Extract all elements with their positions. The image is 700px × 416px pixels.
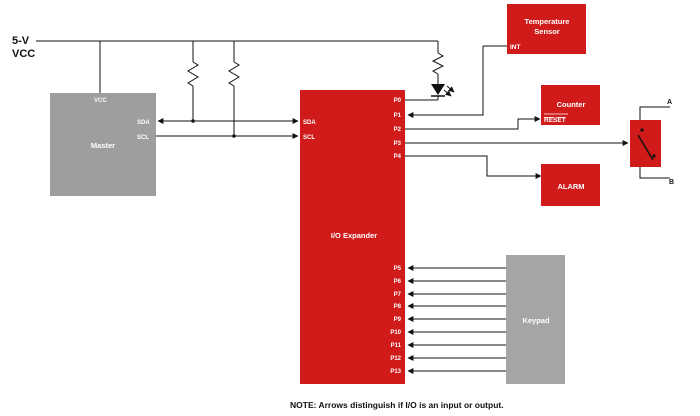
alarm-block (541, 164, 600, 206)
switch-terminal-a: A (667, 99, 672, 106)
expander-pin-p10: P10 (390, 330, 401, 336)
counter-block (541, 85, 600, 125)
counter-title: Counter (557, 100, 586, 109)
expander-pin-p8: P8 (394, 304, 402, 310)
alarm-title: ALARM (557, 182, 584, 191)
keypad-title: Keypad (522, 316, 550, 325)
master-title: Master (91, 141, 115, 150)
supply-label-5v: 5-V (12, 35, 30, 47)
master-vcc-pin: VCC (94, 98, 107, 104)
master-scl-pin: SCL (137, 135, 149, 141)
expander-pin-p7: P7 (394, 292, 402, 298)
vcc-rail (36, 40, 445, 136)
temperature-sensor-title-1: Temperature (525, 17, 570, 26)
expander-pin-p6: P6 (394, 279, 402, 285)
io-expander-block (300, 90, 405, 384)
switch-terminal-b: B (669, 179, 674, 186)
temperature-sensor-title-2: Sensor (534, 27, 560, 36)
temperature-sensor-block (507, 4, 586, 54)
expander-pin-p11: P11 (391, 343, 402, 349)
expander-pin-p3: P3 (394, 141, 402, 147)
signal-wires (405, 45, 629, 179)
switch-component (630, 106, 670, 179)
counter-reset-pin: RESET (544, 117, 566, 124)
supply-label-vcc: VCC (12, 48, 35, 60)
keypad-wires (407, 265, 506, 374)
expander-pin-p2: P2 (394, 127, 402, 133)
expander-pin-p13: P13 (390, 369, 401, 375)
expander-title: I/O Expander (331, 231, 377, 240)
expander-pin-p9: P9 (394, 317, 402, 323)
note-text: NOTE: Arrows distinguish if I/O is an in… (290, 400, 504, 410)
keypad-block (506, 255, 565, 384)
expander-pin-p4: P4 (394, 154, 402, 160)
expander-pin-p12: P12 (390, 356, 401, 362)
master-block (50, 93, 156, 196)
expander-pin-p0: P0 (394, 98, 402, 104)
temperature-sensor-int-pin: INT (510, 44, 521, 51)
led-icon (431, 84, 455, 100)
expander-sda-pin: SDA (303, 120, 316, 126)
expander-scl-pin: SCL (303, 135, 315, 141)
expander-pin-p5: P5 (394, 266, 402, 272)
expander-pin-p1: P1 (394, 113, 402, 119)
master-sda-pin: SDA (137, 120, 150, 126)
